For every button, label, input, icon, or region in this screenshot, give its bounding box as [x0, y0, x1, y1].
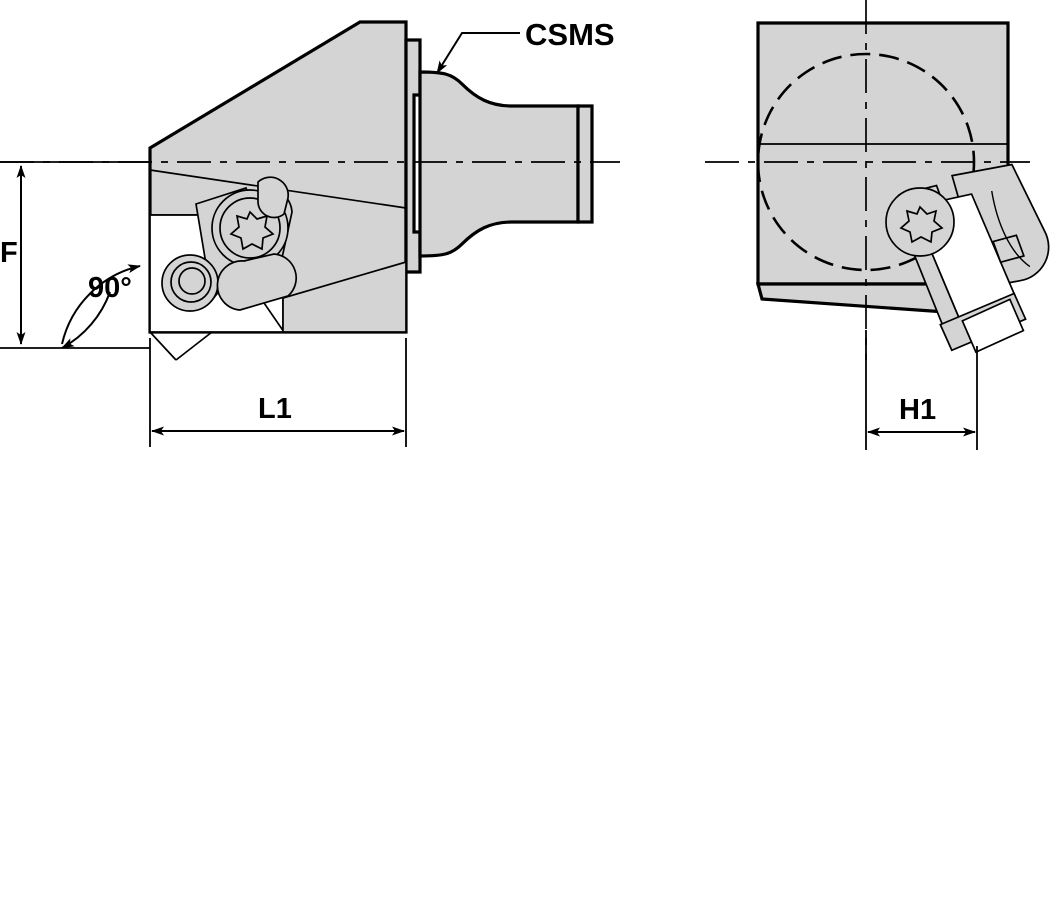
shank-end-face — [576, 104, 594, 224]
dimension-h1: H1 — [865, 330, 978, 450]
screw-boss-inner — [219, 197, 281, 259]
clamp-pivot-inner — [178, 267, 206, 295]
front-clamp-screw — [885, 187, 955, 257]
torx-socket-icon — [229, 210, 275, 251]
csms-callout: CSMS — [436, 17, 615, 74]
angle-arc-upper — [61, 264, 141, 345]
bottom-chamfer-line-b — [175, 331, 213, 361]
front-screw-head — [885, 187, 955, 257]
coupling-flange — [404, 38, 422, 274]
side-view-group — [0, 20, 620, 361]
csms-label: CSMS — [525, 17, 615, 52]
dimension-f: F — [0, 161, 150, 349]
h1-dim-label: H1 — [899, 394, 936, 426]
front-view-group — [705, 0, 1050, 360]
angle-arc-lower — [61, 291, 111, 349]
insert-bottom-tab — [961, 298, 1025, 354]
f-dim-label: F — [0, 237, 18, 269]
clamp-pivot-mid — [170, 261, 212, 303]
coupling-shank — [418, 70, 580, 258]
clamp-lip-bottom — [991, 234, 1025, 264]
clamp-lever-assembly — [161, 176, 298, 312]
shoe-inner-arc — [991, 190, 1031, 268]
angle-label-90: 90° — [88, 272, 132, 304]
angle-callout-90: 90° — [61, 264, 141, 349]
bottom-chamfer-line-a — [149, 331, 177, 361]
clamp-top-knob — [257, 176, 290, 219]
dimension-l1: L1 — [149, 338, 407, 447]
insert-nose-pad — [216, 253, 298, 311]
front-torx-socket-icon — [899, 205, 944, 244]
csms-leader-line — [436, 32, 520, 74]
body-lower-shade — [282, 260, 407, 333]
l1-dim-label: L1 — [258, 393, 292, 425]
